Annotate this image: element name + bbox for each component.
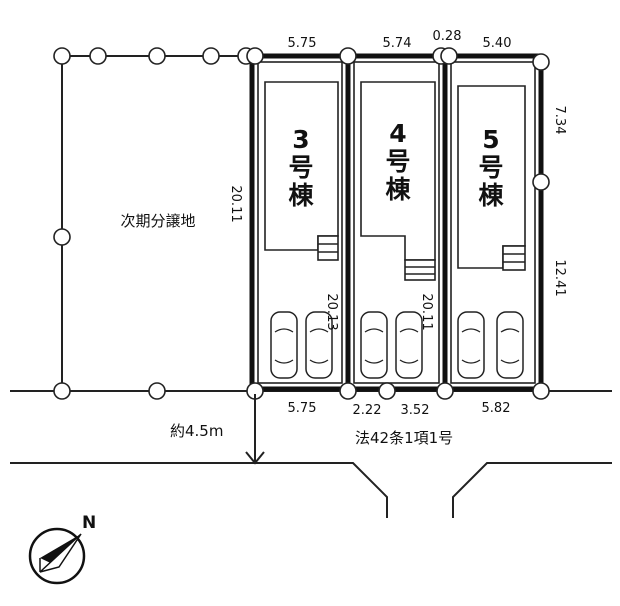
svg-text:棟: 棟 bbox=[385, 175, 411, 204]
dim-bottom-lot4a: 2.22 bbox=[353, 403, 382, 418]
car-icon bbox=[270, 311, 298, 379]
car-icon bbox=[496, 311, 524, 379]
dim-top-lot3: 5.75 bbox=[288, 36, 317, 51]
svg-text:棟: 棟 bbox=[478, 181, 504, 210]
future-lot-label: 次期分譲地 bbox=[120, 212, 195, 230]
svg-text:号: 号 bbox=[478, 153, 503, 182]
north-arrow-icon bbox=[28, 527, 86, 585]
building-4-footprint bbox=[360, 81, 436, 281]
car-icon bbox=[395, 311, 423, 379]
lot-4-boundary bbox=[348, 53, 448, 392]
dim-bottom-lot4b: 3.52 bbox=[401, 403, 430, 418]
dim-bottom-lot5: 5.82 bbox=[482, 401, 511, 416]
car-icon bbox=[360, 311, 388, 379]
dimension-labels: 5.75 5.74 0.28 5.40 7.34 12.41 20.11 20.… bbox=[228, 29, 567, 418]
building-3-label: 3 号 棟 bbox=[288, 125, 314, 210]
dim-mid-lot4-5: 20.11 bbox=[419, 293, 434, 330]
dim-mid-lot3-4: 20.13 bbox=[324, 293, 339, 330]
road-width-arrow bbox=[245, 394, 265, 465]
parking-cars bbox=[270, 311, 524, 379]
lot-5-boundary bbox=[445, 53, 544, 392]
svg-text:5: 5 bbox=[482, 125, 499, 154]
dim-right-upper: 7.34 bbox=[552, 106, 567, 135]
dim-bottom-lot3: 5.75 bbox=[288, 401, 317, 416]
boundary-markers bbox=[53, 47, 550, 400]
building-5-label: 5 号 棟 bbox=[478, 125, 504, 210]
lot-inner-lines bbox=[257, 61, 536, 384]
building-3-footprint bbox=[264, 81, 339, 261]
dim-right-lower: 12.41 bbox=[552, 259, 567, 296]
svg-text:号: 号 bbox=[288, 153, 313, 182]
svg-text:棟: 棟 bbox=[288, 181, 314, 210]
north-label: N bbox=[82, 513, 96, 533]
svg-text:4: 4 bbox=[389, 119, 406, 148]
svg-text:3: 3 bbox=[292, 125, 309, 154]
building-4-label: 4 号 棟 bbox=[385, 119, 411, 204]
dim-top-gap: 0.28 bbox=[433, 29, 462, 44]
dim-left-lot3: 20.11 bbox=[228, 185, 243, 222]
svg-text:号: 号 bbox=[385, 147, 410, 176]
car-icon bbox=[305, 311, 333, 379]
road-width-label: 約4.5m bbox=[170, 422, 223, 440]
dim-top-lot4: 5.74 bbox=[383, 36, 412, 51]
road-type-label: 法42条1項1号 bbox=[355, 429, 453, 447]
dim-top-lot5: 5.40 bbox=[483, 36, 512, 51]
car-icon bbox=[457, 311, 485, 379]
building-5-footprint bbox=[457, 85, 526, 271]
